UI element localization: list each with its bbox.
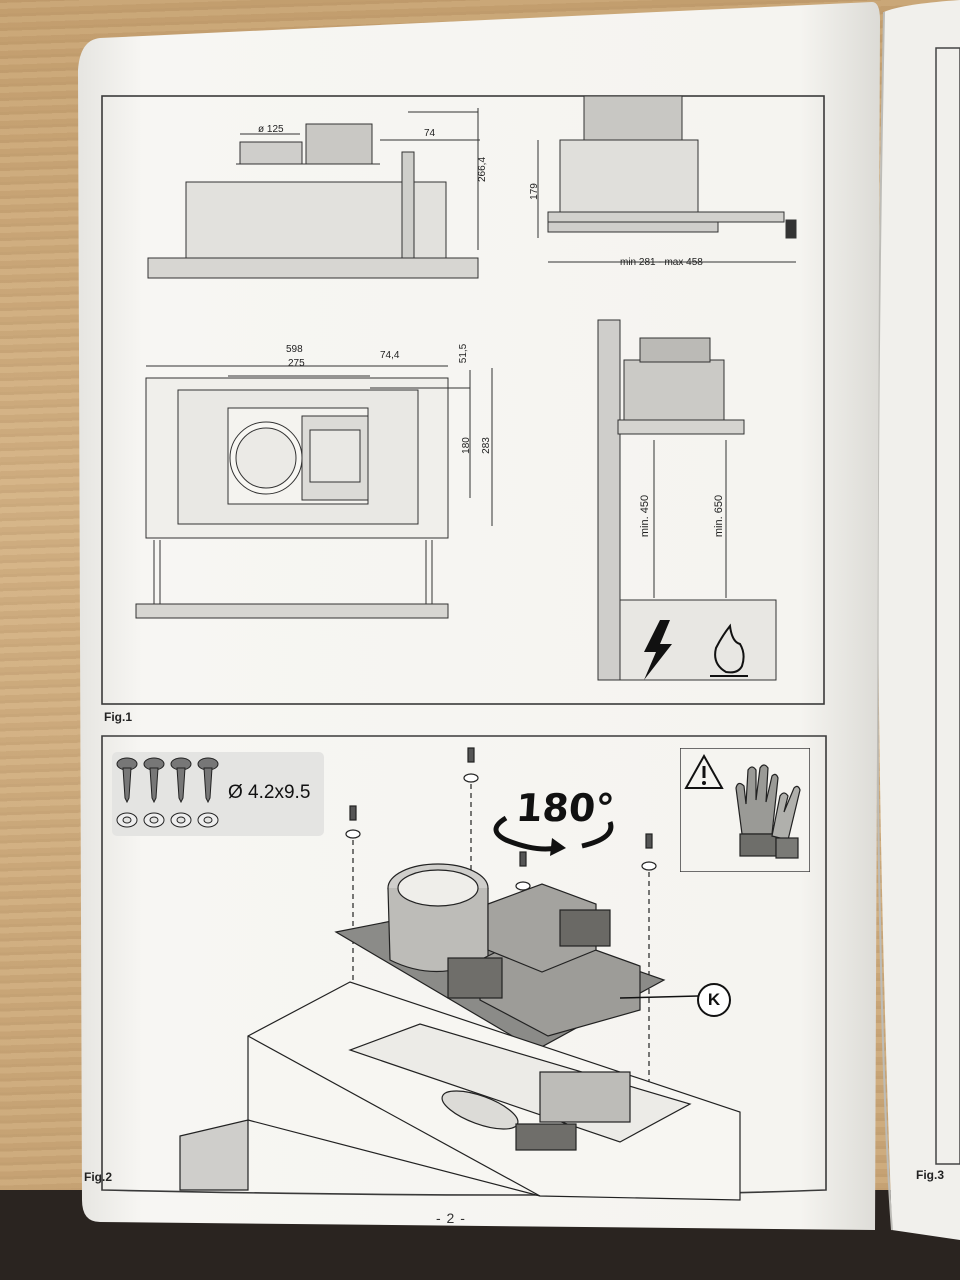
dim-width-275: 275 xyxy=(288,358,305,369)
dim-offset-74-4: 74,4 xyxy=(380,350,400,361)
motor-top xyxy=(583,95,683,141)
wall xyxy=(597,319,621,681)
page-number: - 2 - xyxy=(436,1210,466,1226)
dim-width-range: min 281 - max 458 xyxy=(620,257,703,268)
dim-duct-diameter: ø 125 xyxy=(258,124,284,135)
screw-spec-text: Ø 4.2x9.5 xyxy=(228,782,311,803)
component-k-label: K xyxy=(697,983,731,1017)
fig2-label: Fig.2 xyxy=(84,1170,113,1184)
safety-gloves-panel xyxy=(680,748,810,872)
flame-icon xyxy=(710,623,748,677)
page-sheet xyxy=(78,2,880,1230)
dim-width-598: 598 xyxy=(286,344,303,355)
fig1-label: Fig.1 xyxy=(104,710,133,724)
k-leader-line xyxy=(620,995,699,999)
rotate-arrow-icon xyxy=(493,815,614,856)
next-page-edge xyxy=(876,0,960,1240)
gloves-icon xyxy=(735,764,801,859)
fig3-label: Fig.3 xyxy=(916,1168,945,1182)
warning-icon xyxy=(684,753,724,789)
motor-box xyxy=(305,123,373,165)
screws-washers-icon xyxy=(116,757,219,828)
manual-page xyxy=(60,0,880,1280)
electric-bolt-icon xyxy=(644,620,672,680)
dim-offset-74: 74 xyxy=(424,128,436,139)
hood-side-body xyxy=(559,139,699,213)
